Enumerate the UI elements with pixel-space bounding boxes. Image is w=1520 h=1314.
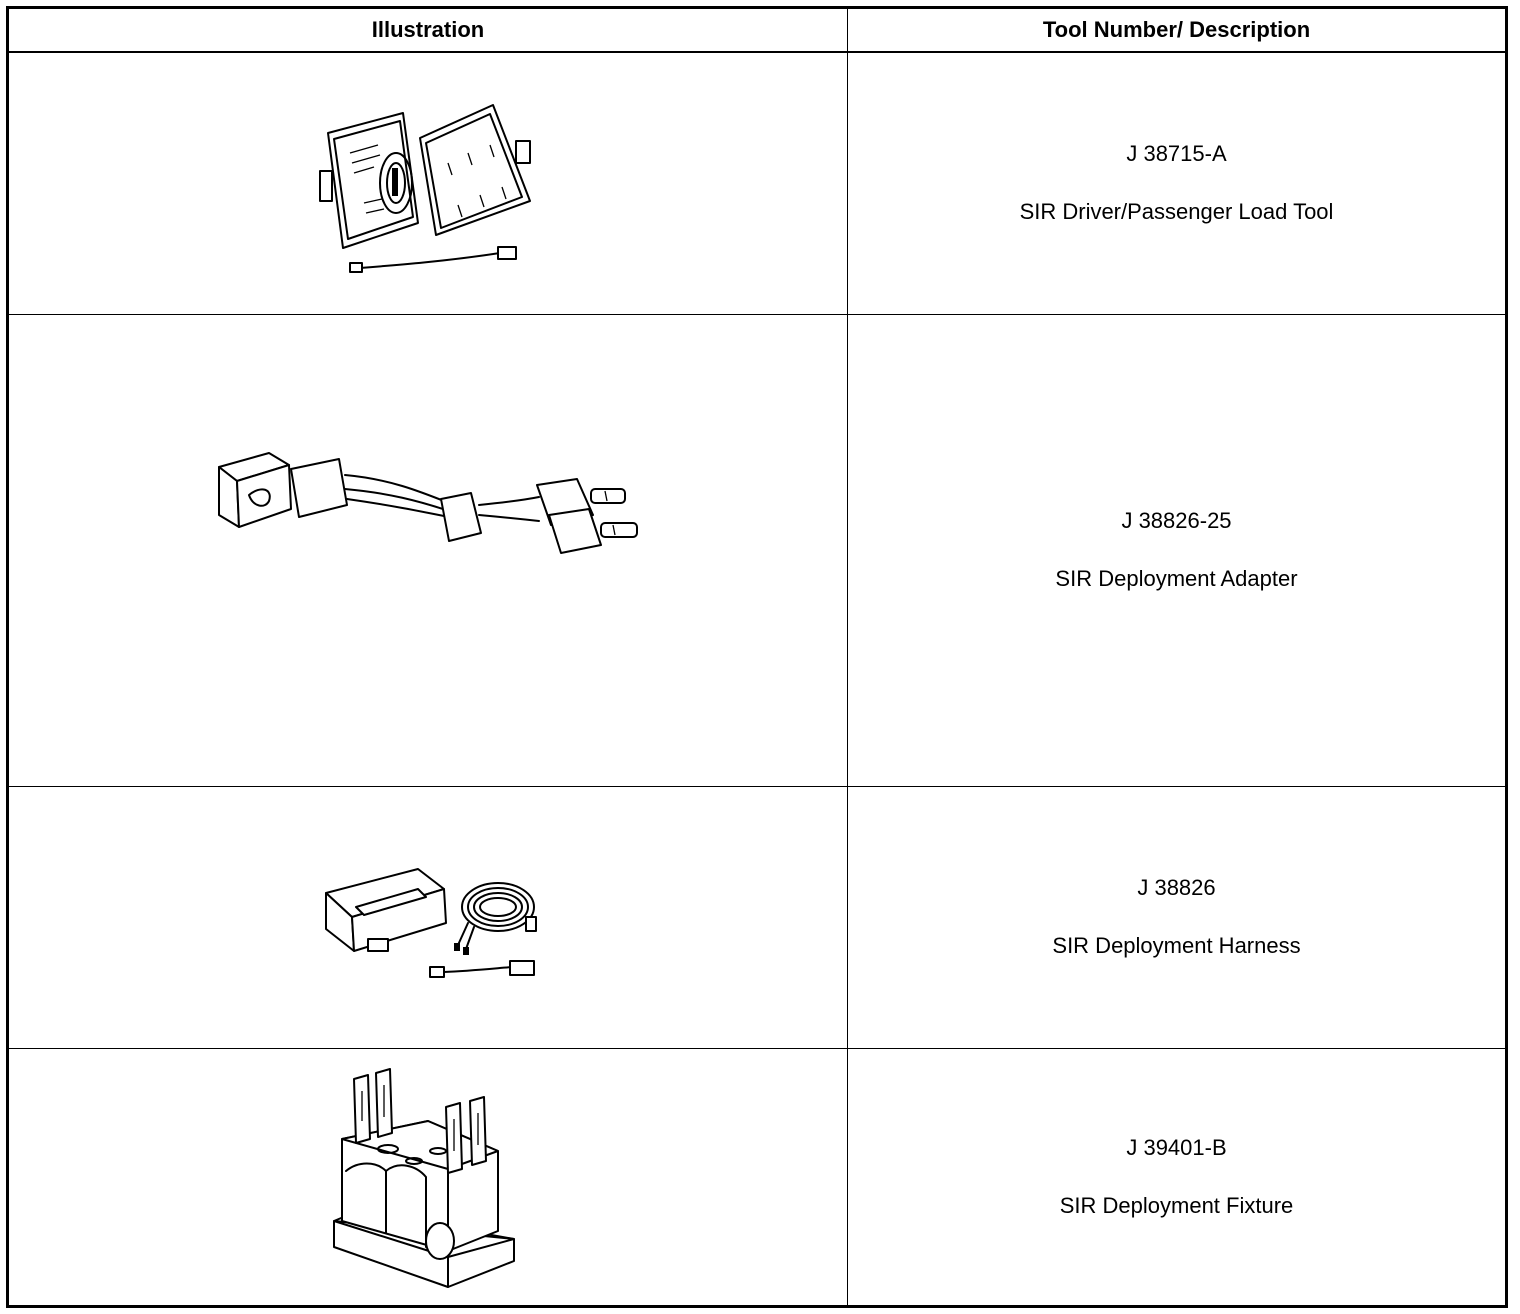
illustration-cell	[7, 785, 848, 1049]
tool-info-cell: J 38826 SIR Deployment Harness	[847, 785, 1507, 1049]
tool-number: J 39401-B	[1126, 1134, 1227, 1160]
tool-info-cell: J 38826-25 SIR Deployment Adapter	[847, 313, 1507, 787]
table-row: J 38826-25 SIR Deployment Adapter	[7, 313, 1507, 787]
illustration-cell	[7, 313, 848, 787]
illustration-column-header: Illustration	[7, 7, 848, 53]
tool-info-cell: J 38715-A SIR Driver/Passenger Load Tool	[847, 51, 1507, 315]
special-tools-table: Illustration Tool Number/ Description	[6, 6, 1508, 1308]
illustration-cell	[7, 51, 848, 315]
table-row: J 38715-A SIR Driver/Passenger Load Tool	[7, 51, 1507, 315]
table-row: J 39401-B SIR Deployment Fixture	[7, 1047, 1507, 1307]
tool-description: SIR Deployment Harness	[1052, 933, 1301, 958]
tool-info-cell: J 39401-B SIR Deployment Fixture	[847, 1047, 1507, 1307]
tool-description: SIR Deployment Adapter	[1055, 566, 1298, 591]
tool-number: J 38715-A	[1126, 141, 1227, 167]
table-header-row: Illustration Tool Number/ Description	[7, 7, 1507, 53]
tool-column-header: Tool Number/ Description	[847, 7, 1507, 53]
tool-description: SIR Driver/Passenger Load Tool	[1019, 199, 1334, 225]
table-row: J 38826 SIR Deployment Harness	[7, 785, 1507, 1049]
tool-number: J 38826-25	[1121, 508, 1232, 533]
tool-description: SIR Deployment Fixture	[1059, 1192, 1294, 1218]
load-tool-case-icon	[319, 104, 531, 274]
tool-number: J 38826	[1137, 875, 1216, 900]
deployment-fixture-icon	[333, 1067, 515, 1288]
illustration-cell	[7, 1047, 848, 1307]
deployment-adapter-cable-icon	[218, 452, 638, 554]
deployment-harness-kit-icon	[325, 868, 537, 978]
